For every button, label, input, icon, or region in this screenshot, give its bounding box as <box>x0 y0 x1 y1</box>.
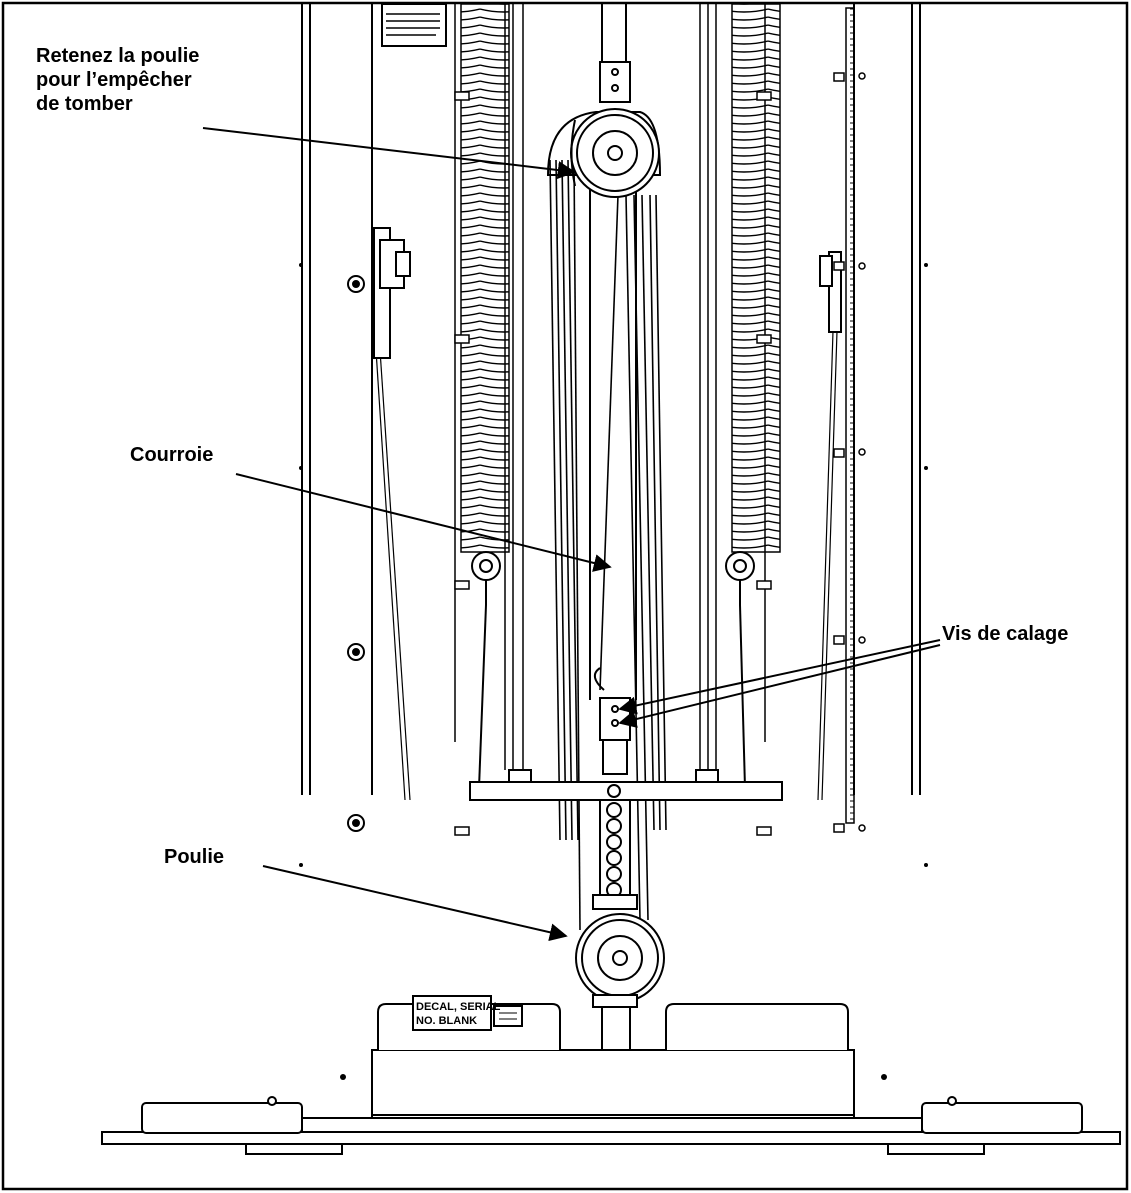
callout-retain-pulley-line3: de tomber <box>36 93 133 115</box>
callout-set-screws: Vis de calage <box>942 623 1069 645</box>
right-rack <box>845 7 855 824</box>
serial-decal <box>412 995 523 1031</box>
warning-decal <box>381 3 447 47</box>
selector-stem <box>599 799 631 901</box>
callout-pulley: Poulie <box>164 846 225 868</box>
floor-base <box>101 1096 1121 1155</box>
base-tray <box>371 1003 855 1125</box>
left-spring <box>460 3 510 553</box>
leader-pulley <box>262 865 568 942</box>
leader-retain-pulley <box>202 127 576 180</box>
left-spring-eye <box>471 551 501 789</box>
left-bracket <box>347 227 411 832</box>
right-upright <box>853 4 921 795</box>
set-screw-collar <box>593 667 631 775</box>
leader-set-screw-upper <box>618 639 941 715</box>
leader-lines <box>202 127 941 942</box>
serial-decal-line1: DECAL, SERIAL <box>416 1001 501 1013</box>
bottom-pulley <box>575 894 665 1050</box>
serial-decal-line2: NO. BLANK <box>416 1015 477 1027</box>
belt-strands <box>549 159 667 931</box>
right-rack-holes <box>833 72 866 833</box>
center-column <box>589 4 637 700</box>
leader-belt <box>235 473 612 572</box>
callout-retain-pulley-line2: pour l’empêcher <box>36 69 192 91</box>
side-cables <box>375 299 839 801</box>
right-spring-eye <box>725 551 755 789</box>
left-upright <box>301 4 373 795</box>
small-decal-lines <box>499 1012 517 1020</box>
callout-belt: Courroie <box>130 444 214 466</box>
right-spring <box>731 3 781 553</box>
right-bracket <box>819 251 842 333</box>
top-pulley <box>570 108 660 198</box>
callout-retain-pulley: Retenez la poulie pour l’empêcher de tom… <box>36 44 199 116</box>
rod-clips <box>454 91 772 836</box>
frame-bolts <box>299 263 928 1080</box>
callout-retain-pulley-line1: Retenez la poulie <box>36 45 200 67</box>
leader-set-screw-lower <box>618 644 941 728</box>
